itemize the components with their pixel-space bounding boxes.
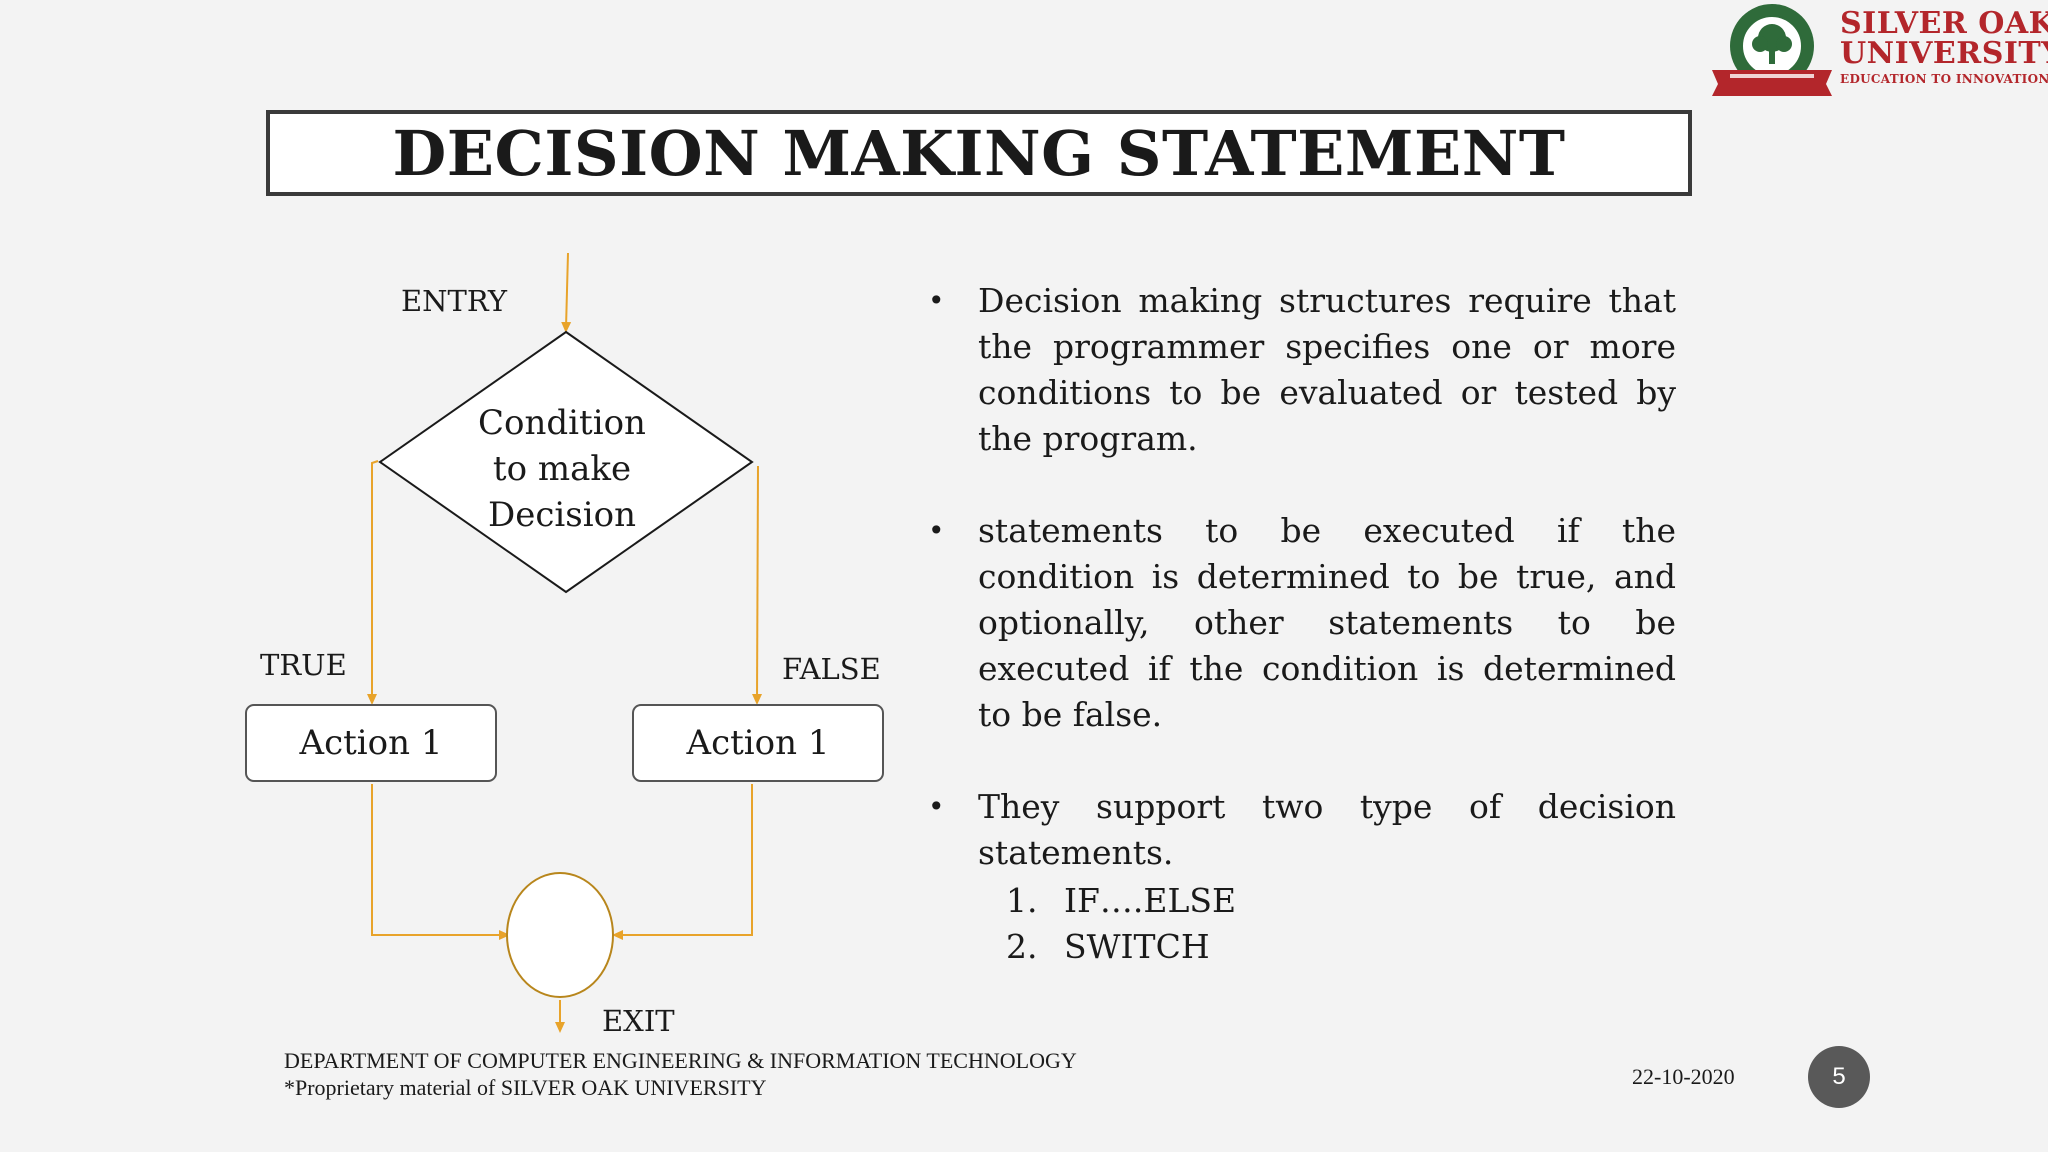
decision-condition-text: Condition to make Decision bbox=[478, 403, 646, 535]
merge-connector-circle bbox=[506, 872, 614, 998]
footer-date: 22-10-2020 bbox=[1632, 1064, 1735, 1089]
entry-arrow bbox=[561, 252, 572, 333]
university-seal-icon bbox=[1712, 4, 1832, 96]
bullet-list: • Decision making structures require tha… bbox=[920, 278, 1676, 922]
title-box: DECISION MAKING STATEMENT bbox=[266, 110, 1692, 196]
numbered-item: 1.IF….ELSE bbox=[1006, 881, 1237, 920]
action-false-text: Action 1 bbox=[686, 723, 830, 763]
numbered-list: 1.IF….ELSE 2.SWITCH bbox=[1006, 878, 1236, 970]
exit-label: EXIT bbox=[602, 1004, 675, 1038]
logo-tagline: EDUCATION TO INNOVATION bbox=[1840, 72, 2048, 86]
decision-diamond bbox=[378, 330, 754, 594]
entry-label: ENTRY bbox=[401, 284, 507, 318]
bullet-item: • They support two type of decision stat… bbox=[920, 784, 1676, 876]
numbered-item: 2.SWITCH bbox=[1006, 927, 1210, 966]
true-branch-line bbox=[367, 460, 379, 705]
action-box-false: Action 1 bbox=[632, 704, 884, 782]
left-merge-line bbox=[371, 784, 510, 940]
bullet-dot-icon: • bbox=[928, 790, 945, 823]
action-box-true: Action 1 bbox=[245, 704, 497, 782]
footer-department: DEPARTMENT OF COMPUTER ENGINEERING & INF… bbox=[284, 1048, 1077, 1073]
bullet-item: • Decision making structures require tha… bbox=[920, 278, 1676, 462]
page-number-badge: 5 bbox=[1808, 1046, 1870, 1108]
page-number: 5 bbox=[1832, 1063, 1846, 1090]
false-label: FALSE bbox=[782, 652, 881, 686]
slide-title: DECISION MAKING STATEMENT bbox=[392, 116, 1566, 190]
bullet-item: • statements to be executed if the condi… bbox=[920, 508, 1676, 738]
action-true-text: Action 1 bbox=[299, 723, 443, 763]
right-merge-line bbox=[612, 784, 753, 940]
bullet-dot-icon: • bbox=[928, 514, 945, 547]
footer-proprietary: *Proprietary material of SILVER OAK UNIV… bbox=[284, 1075, 767, 1100]
true-label: TRUE bbox=[260, 648, 347, 682]
false-branch-line bbox=[752, 465, 763, 705]
bullet-dot-icon: • bbox=[928, 284, 945, 317]
logo-name-line2: UNIVERSITY bbox=[1840, 36, 2048, 71]
logo-name-line1: SILVER OAK bbox=[1840, 6, 2048, 41]
